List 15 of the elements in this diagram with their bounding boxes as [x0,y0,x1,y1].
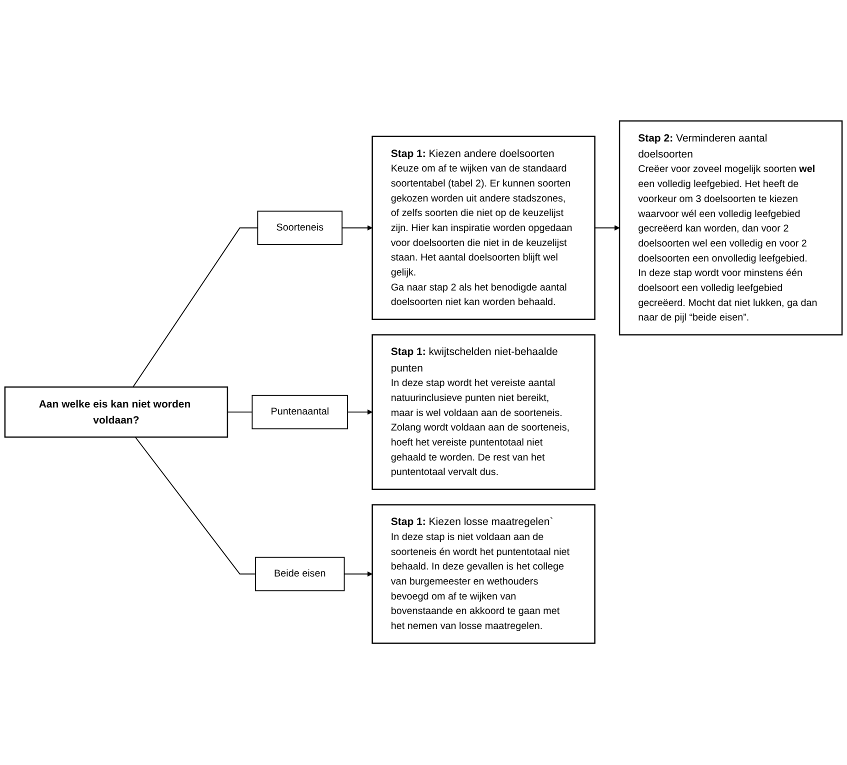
node-box: Stap 1: kwijtschelden niet-behaalde punten In deze stap wordt het vereiste aantal natuurinclusieve punten niet bereikt, maar is wel voldaan aan de soorteneis. Zolang wordt voldaan aan de soorteneis, hoeft het vereiste puntentotaal niet gehaald te worden. De rest van het puntentotaal vervalt dus. [372,334,596,490]
node-box: Beide eisen [255,557,345,592]
node-box: Stap 1: Kiezen andere doelsoorten Keuze om af te wijken van de standaard soortentabel (tabel 2). Er kunnen soorten gekozen worden uit andere stadszones, of zelfs soorten die niet op de keuzelijst zijn. Hier kan inspiratie worden opgedaan voor doelsoorten die niet in de keuzelijst staan. Het aantal doelsoorten blijft wel gelijk. Ga naar stap 2 als het benodigde aantal doelsoorten niet kan worden behaald. [372,136,596,320]
connector [132,228,258,388]
node-box: Stap 1: Kiezen losse maatregelen` In deze stap is niet voldaan aan de soorteneis én wordt het puntentotaal niet behaald. In deze gevallen is het college van burgemeester en wethouders bevoegd om af te wijken van bovenstaande en akkoord te gaan met het nemen van losse maatregelen. [372,504,596,644]
connector [134,437,256,575]
connector [227,412,253,413]
arrow [342,226,373,231]
arrow [344,572,373,578]
node-box: Soorteneis [257,211,343,246]
node-box: Stap 2: Verminderen aantal doelsoorten Creëer voor zoveel mogelijk soorten wel een volledig leefgebied. Het heeft de voorkeur om 3 doelsoorten te kiezen waarvoor wél een volledig leefgebied gecreëerd kan worden, dan voor 2 doelsoorten wel een volledig en voor 2 doelsoorten een onvolledig leefgebied. In deze stap wordt voor minstens één doelsoort een volledig leefgebied gecreëerd. Mocht dat niet lukken, ga dan naar de pijl “beide eisen”. [618,120,843,336]
arrow [594,226,620,231]
node-box: Puntenaantal [252,395,348,430]
arrow [347,410,373,416]
node-box: Aan welke eis kan niet worden voldaan? [4,386,228,438]
